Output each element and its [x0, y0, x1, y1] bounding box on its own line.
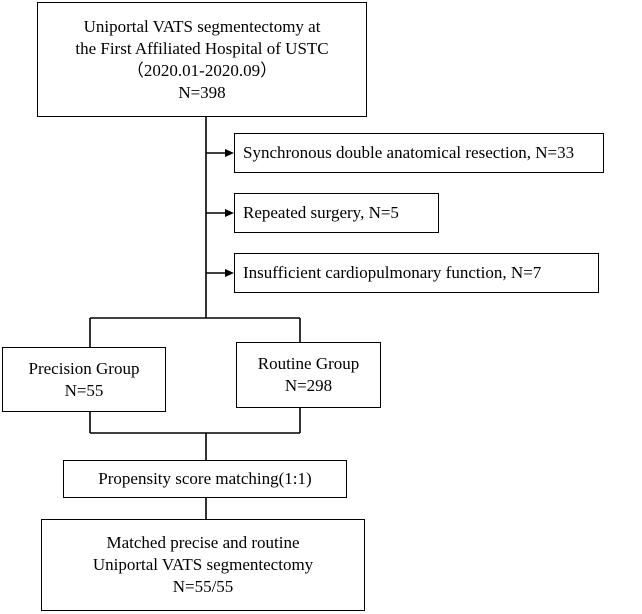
- arrowhead-3: [225, 269, 234, 277]
- cohort-line-2: the First Affiliated Hospital of USTC: [75, 38, 329, 58]
- cohort-box: Uniportal VATS segmentectomy at the Firs…: [37, 2, 367, 117]
- routine-group-title: Routine Group: [257, 354, 360, 373]
- result-box: Matched precise and routine Uniportal VA…: [41, 519, 365, 611]
- routine-group-box: Routine Group N=298: [236, 342, 381, 408]
- cohort-line-4: N=398: [178, 82, 226, 102]
- exclusion-label-2: Repeated surgery, N=5: [243, 203, 399, 222]
- exclusion-box-2: Repeated surgery, N=5: [234, 193, 439, 233]
- precision-group-box: Precision Group N=55: [2, 347, 166, 412]
- cohort-line-3: （2020.01-2020.09）: [126, 60, 278, 80]
- exclusion-label-3: Insufficient cardiopulmonary function, N…: [243, 263, 542, 282]
- result-line-1: Matched precise and routine: [106, 533, 300, 552]
- exclusion-box-1: Synchronous double anatomical resection,…: [234, 133, 604, 173]
- result-line-2: Uniportal VATS segmentectomy: [92, 555, 314, 574]
- routine-group-count: N=298: [284, 376, 333, 395]
- arrowhead-1: [225, 149, 234, 157]
- precision-group-title: Precision Group: [28, 358, 140, 378]
- cohort-line-1: Uniportal VATS segmentectomy at: [83, 16, 321, 36]
- precision-group-count: N=55: [64, 380, 104, 400]
- matching-box: Propensity score matching(1:1): [63, 460, 347, 498]
- result-line-3: N=55/55: [172, 577, 234, 596]
- arrowhead-2: [225, 209, 234, 217]
- exclusion-box-3: Insufficient cardiopulmonary function, N…: [234, 253, 599, 293]
- matching-label: Propensity score matching(1:1): [98, 469, 312, 488]
- exclusion-label-1: Synchronous double anatomical resection,…: [243, 143, 575, 162]
